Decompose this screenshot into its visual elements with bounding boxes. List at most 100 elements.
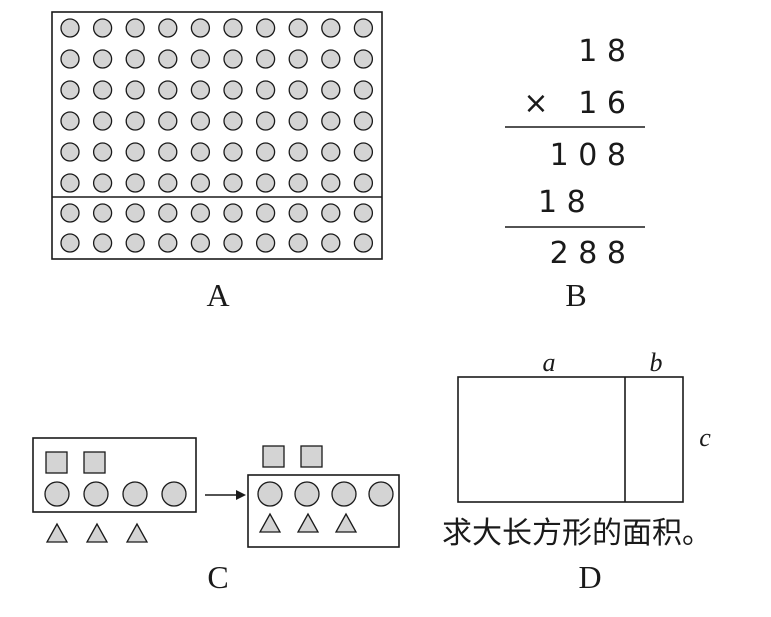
dot — [125, 173, 145, 193]
dot — [92, 111, 113, 131]
dot — [321, 142, 341, 162]
triangle-shape — [334, 512, 358, 533]
dot — [223, 142, 243, 162]
dot — [353, 80, 374, 100]
dot — [158, 173, 178, 193]
square-shape — [45, 451, 68, 474]
dot — [158, 49, 178, 69]
dot — [288, 142, 308, 162]
circle-shape — [83, 481, 109, 507]
arrow-icon — [236, 490, 246, 500]
dot — [255, 80, 276, 100]
panel-a-label: A — [206, 277, 229, 313]
square-shape — [300, 445, 323, 468]
triangle-shape — [258, 512, 282, 533]
dot — [92, 49, 113, 69]
dot — [255, 173, 276, 193]
dot — [92, 80, 113, 100]
dot — [190, 173, 211, 193]
dot — [353, 173, 374, 193]
question-caption: 求大长方形的面积。 — [442, 516, 712, 551]
group-frame-after — [247, 474, 400, 548]
dot — [92, 203, 113, 223]
triangle-shape — [125, 522, 149, 543]
dot — [223, 233, 243, 253]
dot-grid-frame — [51, 11, 383, 260]
shapes-after — [257, 445, 394, 533]
dot — [125, 203, 145, 223]
dot — [60, 142, 80, 162]
panel-d: a b c 求大长方形的面积。 D — [442, 348, 712, 595]
dot — [353, 18, 374, 38]
panel-c-label: C — [207, 559, 228, 595]
dot — [190, 49, 211, 69]
dot — [223, 203, 243, 223]
dot — [92, 18, 113, 38]
dot — [60, 80, 80, 100]
dot — [190, 203, 211, 223]
dot — [288, 173, 308, 193]
dot — [190, 233, 211, 253]
dot — [92, 142, 113, 162]
dot — [321, 80, 341, 100]
dot — [223, 80, 243, 100]
dot — [321, 173, 341, 193]
circle-shape — [331, 481, 357, 507]
dot — [223, 18, 243, 38]
dot — [158, 203, 178, 223]
dot — [60, 203, 80, 223]
dot — [60, 49, 80, 69]
multiply-sign: × — [523, 86, 548, 121]
circle-shape — [257, 481, 283, 507]
dot — [125, 111, 145, 131]
side-label-a: a — [543, 348, 556, 377]
panel-c: C — [32, 437, 400, 595]
dot — [288, 18, 308, 38]
partial-product-1: 1 0 8 — [550, 138, 626, 173]
dot — [190, 111, 211, 131]
dot — [255, 111, 276, 131]
circle-shape — [161, 481, 187, 507]
triangle-shape — [85, 522, 109, 543]
dot — [255, 233, 276, 253]
multiplicand: 1 8 — [578, 34, 626, 69]
dot — [353, 142, 374, 162]
dot — [321, 111, 341, 131]
dot — [255, 142, 276, 162]
dot — [125, 142, 145, 162]
panel-a: A — [51, 11, 383, 313]
dot — [223, 49, 243, 69]
panel-d-label: D — [578, 559, 601, 595]
triangle-shape — [45, 522, 69, 543]
dot — [223, 173, 243, 193]
square-shape — [83, 451, 106, 474]
dot — [158, 142, 178, 162]
dot — [158, 233, 178, 253]
dot — [353, 203, 374, 223]
shapes-before — [44, 451, 187, 543]
dot — [321, 49, 341, 69]
dot — [92, 173, 113, 193]
panel-b-label: B — [565, 277, 586, 313]
dot — [321, 203, 341, 223]
square-shape — [262, 445, 285, 468]
dot — [353, 49, 374, 69]
dot — [288, 111, 308, 131]
dot — [158, 80, 178, 100]
circle-shape — [44, 481, 70, 507]
dot-grid — [60, 18, 374, 253]
dot — [158, 18, 178, 38]
dot — [125, 18, 145, 38]
dot — [60, 111, 80, 131]
multiplier: 1 6 — [578, 86, 626, 121]
side-label-b: b — [650, 348, 663, 377]
dot — [190, 80, 211, 100]
dot — [190, 18, 211, 38]
circle-shape — [294, 481, 320, 507]
panel-b: 1 8 × 1 6 1 0 8 1 8 2 8 8 B — [505, 34, 645, 313]
dot — [321, 18, 341, 38]
dot — [125, 233, 145, 253]
dot — [255, 203, 276, 223]
dot — [60, 18, 80, 38]
